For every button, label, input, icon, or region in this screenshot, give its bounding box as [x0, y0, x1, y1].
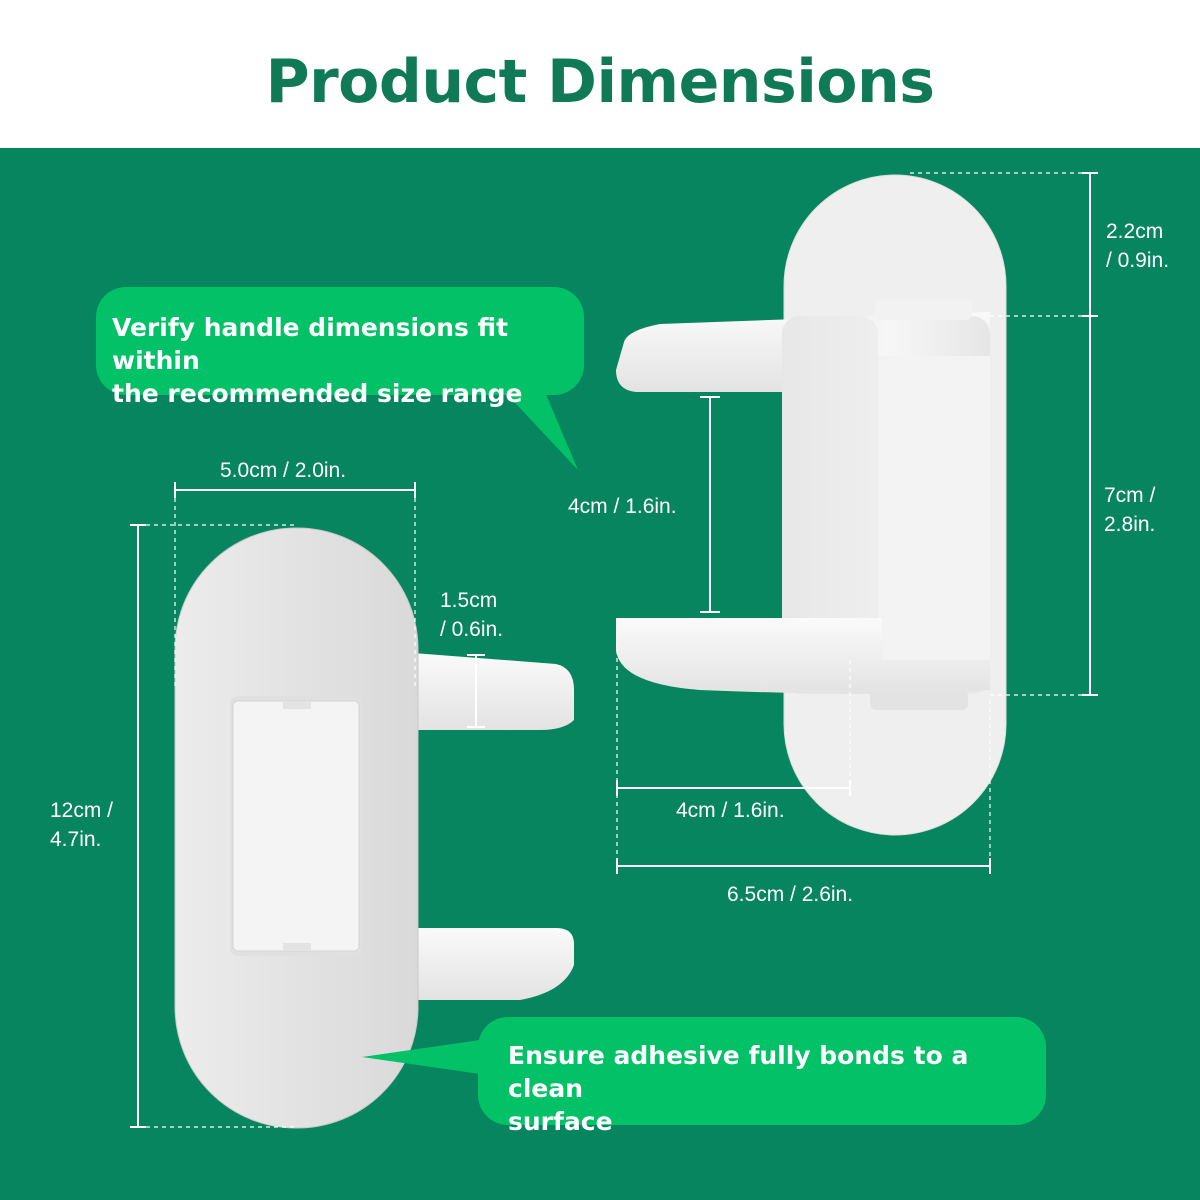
- side-depth-label: 4cm / 1.6in.: [676, 799, 785, 822]
- callout-adhesive-line1: Ensure adhesive fully bonds to a clean: [508, 1041, 969, 1103]
- side-gap-label: 4cm / 1.6in.: [568, 495, 677, 518]
- callout-handle-fit-line2: the recommended size range: [112, 379, 523, 408]
- callout-adhesive: Ensure adhesive fully bonds to a clean s…: [478, 1017, 1046, 1136]
- front-height-label: 12cm / 4.7in.: [50, 796, 113, 854]
- front-height-line1: 12cm /: [50, 799, 114, 822]
- side-top-knob: [874, 298, 972, 320]
- callout-adhesive-line2: surface: [508, 1107, 613, 1136]
- front-arm-line1: 1.5cm: [440, 589, 498, 612]
- side-lower-arm: [616, 618, 990, 694]
- callout-bottom-pointer: [362, 1040, 480, 1074]
- front-lower-arm: [400, 928, 574, 1000]
- side-body-line2: 2.8in.: [1104, 513, 1156, 536]
- front-view-lock: [174, 527, 574, 1129]
- side-body-label: 7cm / 2.8in.: [1104, 481, 1155, 539]
- side-bottom-knob: [870, 690, 968, 710]
- side-view-lock: [616, 174, 1007, 836]
- front-upper-arm: [400, 652, 574, 730]
- callout-handle-fit: Verify handle dimensions fit within the …: [96, 287, 584, 408]
- front-height-line2: 4.7in.: [50, 828, 102, 851]
- front-width-label: 5.0cm / 2.0in.: [220, 459, 347, 482]
- front-arm-label: 1.5cm / 0.6in.: [440, 586, 503, 644]
- callout-top-pointer: [505, 392, 578, 470]
- callout-handle-fit-line1: Verify handle dimensions fit within: [112, 313, 509, 375]
- dimension-guides: [130, 172, 1098, 1128]
- side-total-label: 6.5cm / 2.6in.: [727, 883, 854, 906]
- front-center-tab: [232, 700, 360, 952]
- side-top-label: 2.2cm / 0.9in.: [1106, 217, 1169, 275]
- side-body-line1: 7cm /: [1104, 484, 1156, 507]
- side-top-line1: 2.2cm: [1106, 220, 1164, 243]
- front-arm-line2: / 0.6in.: [440, 618, 504, 641]
- page-title: Product Dimensions: [265, 47, 935, 117]
- header: Product Dimensions: [0, 0, 1200, 148]
- side-top-line2: / 0.9in.: [1106, 249, 1170, 272]
